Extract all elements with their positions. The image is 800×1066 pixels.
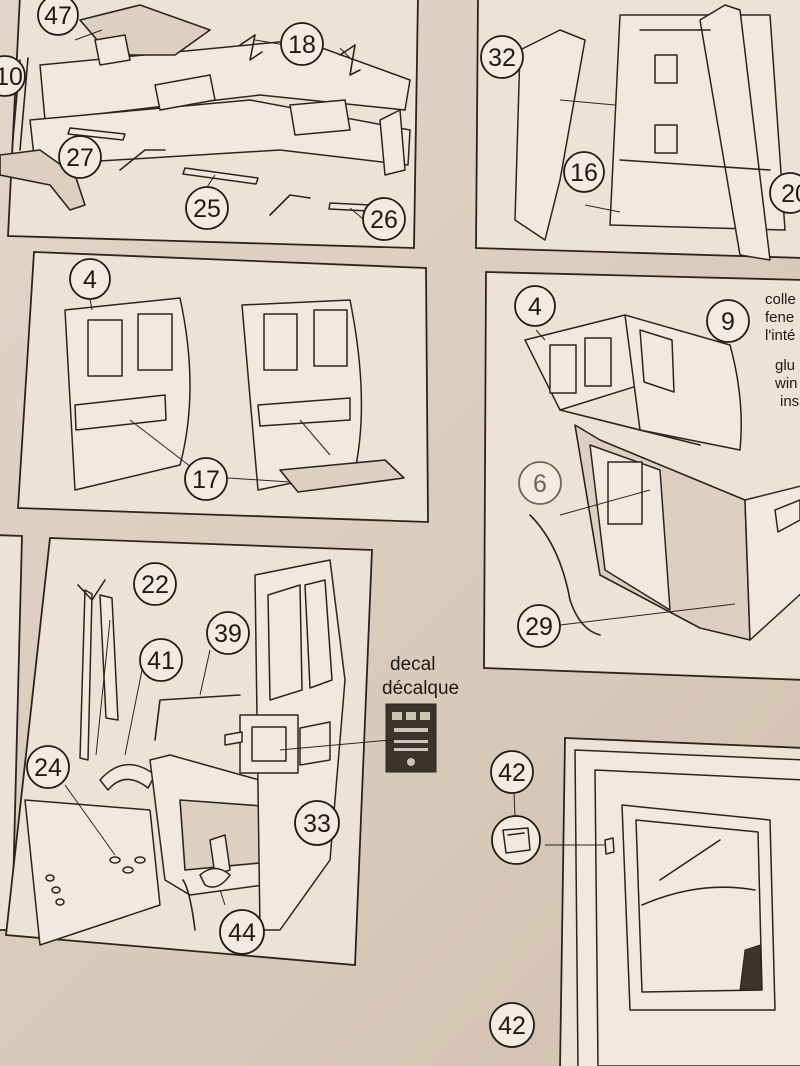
floor-drawing: [514, 4, 786, 261]
part-number-33: 33: [294, 800, 340, 846]
part-number-29: 29: [517, 604, 561, 648]
note-en-3: ins: [780, 393, 799, 410]
svg-text:4: 4: [528, 293, 542, 321]
svg-text:4: 4: [83, 266, 97, 294]
part-number-4-walls: 4: [69, 258, 111, 300]
decal-callout: decal décalque: [279, 654, 459, 773]
svg-text:41: 41: [147, 647, 175, 675]
svg-text:29: 29: [525, 613, 553, 641]
part-number-26: 26: [362, 197, 406, 241]
svg-text:44: 44: [228, 919, 256, 947]
interior-drawing: [24, 559, 346, 946]
note-en-2: win: [774, 375, 798, 392]
panel-cab-walls: 4 17: [17, 251, 429, 523]
svg-text:42: 42: [498, 759, 526, 787]
svg-text:39: 39: [214, 620, 242, 648]
svg-text:33: 33: [303, 810, 331, 838]
panel-floor: 32 16 20: [475, 0, 800, 261]
chassis-drawing: [0, 4, 411, 216]
part-number-44: 44: [219, 909, 265, 955]
svg-text:32: 32: [488, 44, 516, 72]
part-number-10: 10: [0, 55, 26, 97]
part-number-4-assembly: 4: [514, 285, 556, 327]
part-number-25: 25: [185, 186, 229, 230]
svg-text:9: 9: [721, 308, 735, 336]
panel-chassis: 47 10 18 27 25 26: [0, 0, 419, 249]
part-number-24: 24: [26, 745, 70, 789]
panel-cab-interior: 22 39 41 24 33 44: [5, 537, 373, 966]
note-fr-2: fene: [765, 309, 794, 326]
note-fr-1: colle: [765, 291, 796, 308]
part-number-22: 22: [133, 562, 177, 606]
part-number-17: 17: [184, 457, 228, 501]
part-number-47: 47: [37, 0, 79, 36]
wall-left: [64, 297, 191, 491]
door-drawing: [574, 749, 800, 1066]
svg-text:27: 27: [66, 144, 94, 172]
svg-text:42: 42: [498, 1012, 526, 1040]
part-number-16: 16: [563, 151, 605, 193]
part-number-6: 6: [518, 461, 562, 505]
svg-text:18: 18: [288, 31, 316, 59]
cab-drawing: [524, 314, 800, 641]
part-number-27: 27: [58, 135, 102, 179]
svg-text:20: 20: [781, 180, 800, 208]
decal-label-fr: décalque: [382, 678, 459, 699]
note-en-1: glu: [775, 357, 795, 374]
svg-text:16: 16: [570, 159, 598, 187]
part-number-9: 9: [706, 299, 750, 343]
glue-note: colle fene l'inté glu win ins: [765, 291, 799, 410]
svg-text:22: 22: [141, 571, 169, 599]
part-number-42-handle: 42: [490, 750, 534, 794]
svg-text:47: 47: [44, 2, 72, 30]
panel-door: 42 42: [489, 737, 800, 1066]
part-number-42-door: 42: [489, 1002, 535, 1048]
part-number-20: 20: [769, 172, 800, 214]
svg-text:24: 24: [34, 754, 62, 782]
svg-text:10: 10: [0, 63, 23, 91]
part-number-39: 39: [206, 611, 250, 655]
svg-text:26: 26: [370, 206, 398, 234]
svg-text:25: 25: [193, 195, 221, 223]
panel-cab-assembly: 4 9 6 29 colle fene l'inté glu win ins: [483, 271, 800, 681]
svg-text:6: 6: [533, 470, 547, 498]
door-handle-icon: [491, 815, 541, 865]
part-number-18: 18: [280, 22, 324, 66]
decal-sticker-icon: [385, 703, 437, 773]
note-fr-3: l'inté: [765, 327, 795, 344]
wall-right: [241, 299, 405, 493]
svg-text:17: 17: [192, 466, 220, 494]
part-number-41: 41: [139, 638, 183, 682]
decal-label-en: decal: [390, 654, 435, 675]
part-number-32: 32: [480, 35, 524, 79]
